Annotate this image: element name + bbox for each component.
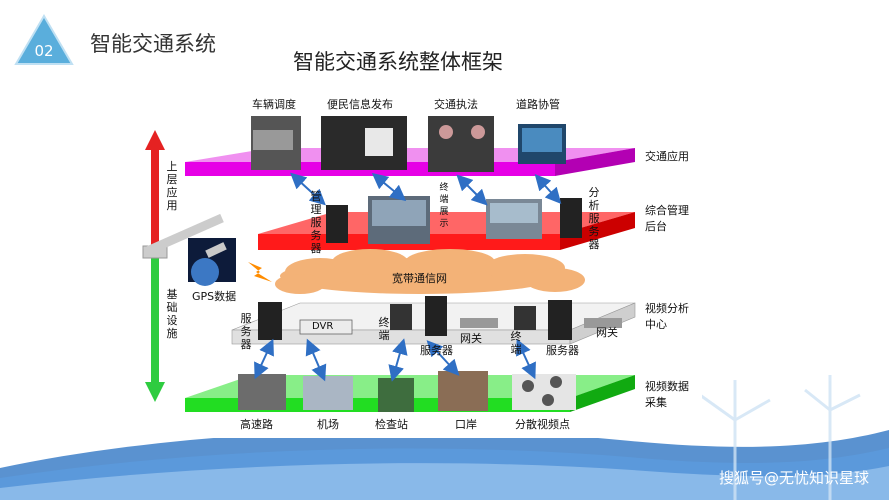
terminal-monitor-2 [514, 306, 536, 330]
site-label-port: 口岸 [455, 418, 477, 431]
gps-label: GPS数据 [192, 290, 237, 303]
layer-label-analysis-2: 中心 [645, 318, 667, 331]
server-left-label: 服务器 [240, 312, 252, 351]
gateway-box-2 [584, 318, 622, 328]
layer-label-collect-2: 采集 [645, 396, 667, 409]
dvr-box [299, 319, 353, 335]
site-label-highway: 高速路 [240, 418, 273, 431]
server-right-label: 服务器 [546, 344, 579, 357]
photo-airport [303, 376, 353, 410]
arrow-label-upper: 上层应用 [166, 160, 178, 212]
watermark: 搜狐号@无忧知识星球 [718, 469, 869, 487]
signal-bolt-icon [248, 262, 272, 282]
analysis-server-label: 分析服务器 [588, 186, 600, 251]
app-label-road-assist: 道路协管 [516, 98, 560, 111]
gps-satellite-icon [188, 238, 236, 286]
section-badge: 02 [14, 14, 74, 65]
site-label-airport: 机场 [317, 418, 339, 431]
layer-label-collect-1: 视频数据 [645, 380, 689, 393]
connector-arrows [254, 172, 562, 382]
arrow-label-lower: 基础设施 [166, 288, 178, 340]
link-bar [143, 213, 224, 257]
dvr-label: DVR [312, 321, 334, 332]
terminal1-label: 终端 [378, 316, 390, 342]
photo-cameras [512, 374, 576, 410]
layer-label-analysis-1: 视频分析 [645, 302, 689, 315]
photo-traffic-law [428, 116, 494, 172]
layer-label-mgmt-1: 综合管理 [645, 204, 689, 217]
badge-number: 02 [34, 42, 53, 60]
photo-port [438, 371, 488, 411]
server-mid-label: 服务器 [420, 344, 453, 357]
photo-highway [238, 374, 286, 410]
diagram-title: 智能交通系统整体框架 [293, 50, 503, 74]
server-icon-mid [425, 296, 447, 336]
app-label-traffic-law: 交通执法 [434, 98, 478, 111]
slide-title: 智能交通系统 [90, 32, 216, 56]
photo-checkpoint [378, 378, 414, 412]
site-label-cameras: 分散视频点 [515, 418, 570, 431]
gateway1-label: 网关 [460, 332, 482, 345]
app-label-info-release: 便民信息发布 [327, 98, 393, 111]
terminal2-label: 终端 [510, 330, 522, 356]
photo-info-release [321, 116, 407, 170]
layer-label-mgmt-2: 后台 [645, 220, 667, 233]
terminal-display-label: 终端展示 [439, 183, 449, 229]
site-label-checkpoint: 检查站 [375, 418, 408, 431]
gateway-box-1 [460, 318, 498, 328]
network-cloud [275, 249, 585, 294]
layer-label-app: 交通应用 [645, 150, 689, 163]
server-icon-left [258, 302, 282, 340]
mgmt-server-label: 管理服务器 [310, 190, 322, 255]
analysis-server-icon [560, 198, 582, 238]
network-label: 宽带通信网 [392, 272, 447, 285]
app-label-vehicle-dispatch: 车辆调度 [252, 98, 296, 111]
mgmt-server-icon [326, 205, 348, 243]
gateway2-label: 网关 [596, 326, 618, 339]
terminal-monitor-1 [390, 304, 412, 330]
server-icon-right [548, 300, 572, 340]
